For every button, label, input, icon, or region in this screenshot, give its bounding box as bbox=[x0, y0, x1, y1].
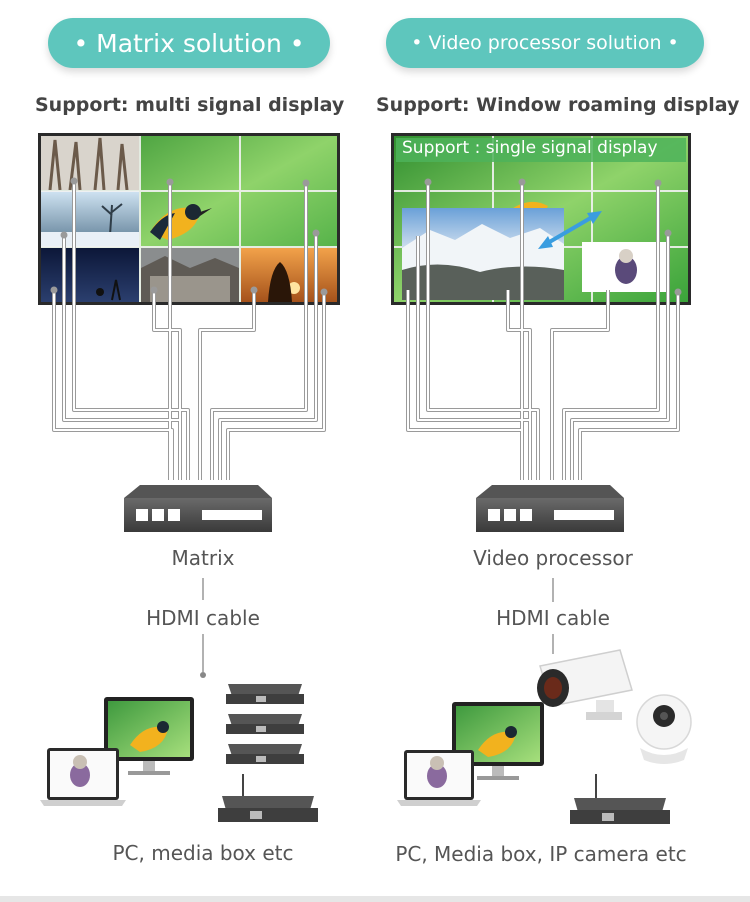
pc-monitor-icon bbox=[104, 697, 194, 775]
video-processor-solution-badge: • Video processor solution • bbox=[386, 18, 704, 68]
video-processor-device-icon bbox=[476, 485, 624, 532]
processor-support-text: Support: Window roaming display bbox=[376, 94, 740, 116]
matrix-label: Matrix bbox=[171, 546, 235, 570]
single-signal-overlay-text: Support : single signal display bbox=[402, 138, 658, 158]
media-box-icon bbox=[226, 684, 304, 704]
wifi-media-box-icon-right bbox=[570, 774, 670, 824]
matrix-video-wall bbox=[38, 133, 340, 305]
video-processor-label: Video processor bbox=[473, 546, 633, 570]
wifi-media-box-icon bbox=[218, 774, 318, 822]
matrix-solution-title: • Matrix solution • bbox=[73, 28, 305, 58]
laptop-icon-right bbox=[397, 750, 481, 806]
ip-camera-icon bbox=[537, 649, 633, 720]
connector-dot bbox=[200, 672, 206, 678]
processor-hdmi-cable-label: HDMI cable bbox=[496, 606, 610, 630]
matrix-support-text: Support: multi signal display bbox=[35, 94, 345, 116]
matrix-device-icon bbox=[124, 485, 272, 532]
media-box-icon bbox=[226, 744, 304, 764]
wall-tile-village bbox=[141, 248, 239, 302]
matrix-hdmi-cable-label: HDMI cable bbox=[146, 606, 260, 630]
processor-sources-label: PC, Media box, IP camera etc bbox=[395, 842, 687, 866]
matrix-solution-badge: • Matrix solution • bbox=[48, 18, 330, 68]
laptop-icon bbox=[40, 748, 126, 806]
matrix-cables bbox=[50, 177, 328, 480]
wall-tile-forest bbox=[41, 136, 139, 191]
wall-tile-winter-tree bbox=[41, 191, 139, 247]
dome-camera-icon bbox=[636, 694, 692, 764]
bottom-divider bbox=[0, 896, 750, 902]
roaming-window-dog bbox=[582, 242, 670, 292]
matrix-sources-label: PC, media box etc bbox=[112, 841, 294, 865]
video-processor-solution-title: • Video processor solution • bbox=[411, 32, 679, 54]
media-box-icon bbox=[226, 714, 304, 734]
processor-cables bbox=[406, 178, 682, 480]
wall-tile-night-sky bbox=[41, 248, 139, 302]
roaming-arrow-icon bbox=[538, 211, 602, 249]
